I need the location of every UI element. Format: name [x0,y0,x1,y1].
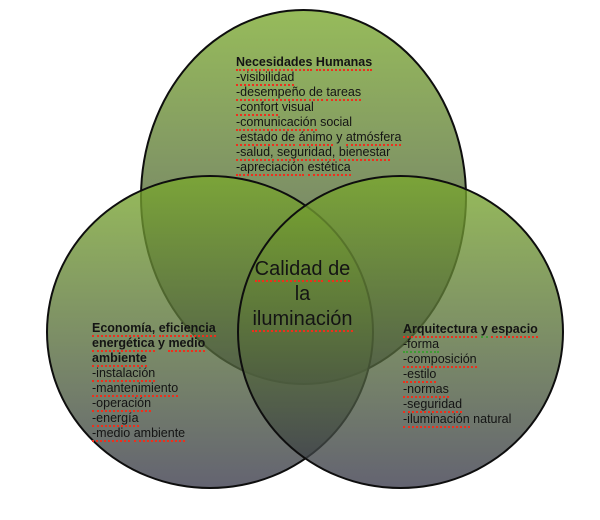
spellchecked-word: atmósfera [345,130,402,146]
spellchecked-word: -medio [92,426,131,442]
spellchecked-word: Humanas [315,55,373,71]
spellchecked-word: medio [168,336,206,352]
spellchecked-word: -confort [236,100,279,116]
spellchecked-word: Calidad [254,258,323,282]
spellchecked-word: estética [307,160,351,176]
spellchecked-word: -operación [92,396,152,412]
text-line: -salud, seguridad, bienestar [236,145,456,161]
spellchecked-word: eficiencia [158,321,216,337]
spellchecked-word: espacio [491,322,538,338]
text-line: Necesidades Humanas [236,55,456,71]
text-line: -confort visual [236,100,456,116]
economia-items: -instalación-mantenimiento-operación-ene… [92,366,282,442]
spellchecked-word: ambiente [133,426,186,442]
spellchecked-word: ambiente [92,351,147,367]
spellchecked-word: -instalación [92,366,156,382]
spellchecked-word: -composición [403,352,477,368]
spellchecked-word: Arquitectura [403,322,478,338]
plain-text: visual [278,100,314,114]
plain-text: natural [469,412,512,426]
spellchecked-word: -apreciación [236,160,305,176]
arquitectura-text-block: Arquitectura y espacio -forma-composició… [403,322,573,428]
spellchecked-word: energética [92,336,155,352]
spellchecked-word: -salud, [236,145,274,161]
arquitectura-items: -forma-composición-estilo-normas-segurid… [403,337,573,428]
spellchecked-word: de [328,258,351,282]
spellchecked-word: -estado [236,130,278,146]
text-line: -seguridad [403,397,573,413]
spellchecked-word: de [281,130,296,146]
text-line: -composición [403,352,573,368]
necesidades-humanas-title: Necesidades Humanas [236,55,456,71]
text-line: -normas [403,382,573,398]
spellchecked-word: -normas [403,382,449,398]
spellchecked-word: Economía, [92,321,156,337]
spellchecked-word: -desempeño [236,85,306,101]
text-line: -apreciación estética [236,160,456,176]
text-line: Economía, eficiencia [92,321,282,337]
spellchecked-word: de [308,85,323,101]
plain-text: social [316,115,353,129]
text-line: -medio ambiente [92,426,282,442]
text-line: -instalación [92,366,282,382]
spellchecked-word: -seguridad [403,397,463,413]
text-line: la [210,282,395,307]
arquitectura-title: Arquitectura y espacio [403,322,573,338]
plain-text: y [154,336,169,350]
text-line: -desempeño de tareas [236,85,456,101]
necesidades-humanas-items: -visibilidad-desempeño de tareas-confort… [236,70,456,176]
spellchecked-word: -energía [92,411,139,427]
text-line: -mantenimiento [92,381,282,397]
spellchecked-word: iluminación [252,308,353,332]
text-line: -estado de ánimo y atmósfera [236,130,456,146]
spellchecked-word: Necesidades [236,55,313,71]
text-line: ambiente [92,351,282,367]
spellchecked-word: ánimo [298,130,333,146]
text-line: Arquitectura y espacio [403,322,573,338]
text-line: -operación [92,396,282,412]
text-line: -estilo [403,367,573,383]
spellchecked-word: -visibilidad [236,70,295,86]
text-line: Calidad de [210,257,395,282]
spellchecked-word: -mantenimiento [92,381,179,397]
text-line: -comunicación social [236,115,456,131]
spellchecked-word: bienestar [338,145,391,161]
spellchecked-word: -estilo [403,367,437,383]
necesidades-humanas-text-block: Necesidades Humanas -visibilidad-desempe… [236,55,456,176]
spellchecked-word: tareas [326,85,362,101]
text-line: -energía [92,411,282,427]
text-line: energética y medio [92,336,282,352]
text-line: -visibilidad [236,70,456,86]
circle-arquitectura [237,175,564,489]
text-line: iluminación [210,307,395,332]
plain-text: la [294,283,311,305]
spellchecked-word: -iluminación [403,412,470,428]
spellchecked-word: y [480,322,488,338]
text-line: -forma [403,337,573,353]
spellchecked-word: seguridad, [277,145,336,161]
spellchecked-word: -comunicación [236,115,317,131]
plain-text: y [332,130,346,144]
spellchecked-word: -forma [403,337,440,353]
text-line: -iluminación natural [403,412,573,428]
